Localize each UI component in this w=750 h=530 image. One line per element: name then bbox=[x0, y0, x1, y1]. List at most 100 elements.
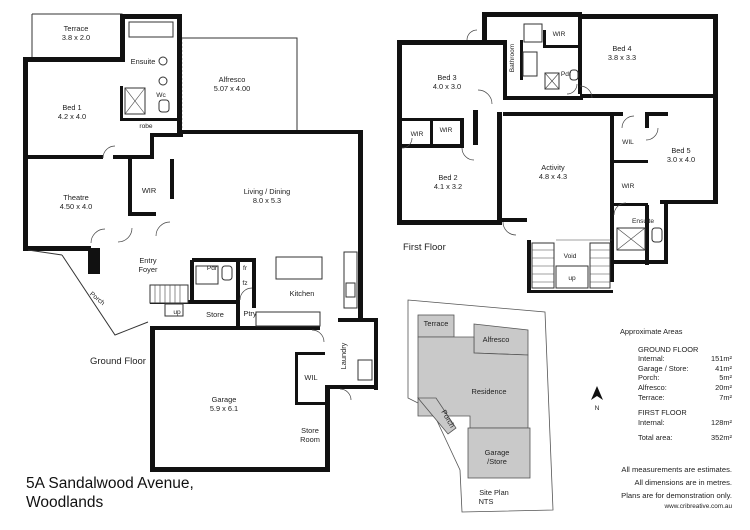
area-label: Porch: bbox=[638, 373, 660, 383]
freezer-label: fz bbox=[242, 280, 247, 287]
theatre-size: 4.50 x 4.0 bbox=[60, 202, 92, 211]
first-floor-stairs bbox=[531, 239, 612, 289]
bed1-size: 4.2 x 4.0 bbox=[58, 112, 86, 121]
first-floor-title: First Floor bbox=[403, 242, 446, 253]
ground-floor-heading: GROUND FLOOR bbox=[638, 344, 699, 354]
area-row: Terrace: 7m² bbox=[638, 393, 732, 403]
site-store-label: /Store bbox=[487, 457, 507, 466]
ground-floor-title: Ground Floor bbox=[90, 356, 146, 367]
store-room-label-2: Room bbox=[300, 435, 320, 444]
fridge-label: fr bbox=[243, 265, 248, 272]
void-label: Void bbox=[564, 253, 577, 260]
ground-walls bbox=[23, 14, 378, 472]
pdr-toilet-upstairs bbox=[569, 69, 579, 81]
laundry-tub bbox=[357, 359, 373, 381]
area-label: Terrace: bbox=[638, 392, 665, 402]
site-terrace-label: Terrace bbox=[424, 319, 449, 328]
area-label: Internal: bbox=[638, 417, 665, 427]
area-label: Garage / Store: bbox=[638, 363, 689, 373]
living-size: 8.0 x 5.3 bbox=[253, 196, 281, 205]
kitchen-label: Kitchen bbox=[290, 289, 315, 298]
total-area-value: 352m² bbox=[711, 433, 732, 443]
ensuite-label: Ensuite bbox=[131, 57, 156, 66]
ground-floor-plan: Terrace 3.8 x 2.0 Ensuite Wc robe Bed 1 … bbox=[23, 13, 378, 472]
area-label: Internal: bbox=[638, 354, 665, 364]
area-label: Alfresco: bbox=[638, 382, 667, 392]
site-porch bbox=[417, 397, 457, 435]
porch-outline bbox=[61, 254, 149, 336]
store-label: Store bbox=[206, 310, 224, 319]
wir-c-label: WIR bbox=[622, 183, 635, 190]
area-value: 7m² bbox=[719, 392, 732, 402]
activity-label: Activity bbox=[541, 163, 565, 172]
wil-label: WIL bbox=[304, 373, 317, 382]
terrace-size: 3.8 x 2.0 bbox=[62, 33, 90, 42]
site-boundary bbox=[407, 299, 554, 513]
theatre-label: Theatre bbox=[63, 193, 88, 202]
bed2-label: Bed 2 bbox=[438, 173, 457, 182]
up-label: up bbox=[173, 309, 181, 316]
garage-label: Garage bbox=[212, 395, 237, 404]
bathroom-label: Bathroom bbox=[509, 43, 516, 72]
area-row: Garage / Store: 41m² bbox=[638, 364, 732, 374]
note-line-3: Plans are for demonstration only. bbox=[621, 491, 732, 500]
garage-size: 5.9 x 6.1 bbox=[210, 404, 238, 413]
north-label: N bbox=[595, 405, 600, 412]
robe-label: robe bbox=[139, 123, 153, 130]
activity-size: 4.8 x 4.3 bbox=[539, 172, 567, 181]
total-area-row: Total area: 352m² bbox=[638, 433, 732, 443]
wir-label: WIR bbox=[142, 186, 156, 195]
property-address: 5A Sandalwood Avenue, Woodlands bbox=[26, 474, 194, 512]
site-residence-label: Residence bbox=[472, 387, 507, 396]
up-first-label: up bbox=[568, 275, 576, 282]
note-line-2: All dimensions are in metres. bbox=[634, 478, 733, 487]
bed3-size: 4.0 x 3.0 bbox=[433, 82, 461, 91]
website-url: www.cribreative.com.au bbox=[664, 503, 732, 510]
area-row: Internal:128m² bbox=[638, 418, 732, 428]
sink bbox=[345, 282, 356, 298]
approximate-areas: Approximate Areas GROUND FLOOR Internal:… bbox=[620, 327, 732, 443]
terrace-label: Terrace bbox=[64, 24, 89, 33]
living-label: Living / Dining bbox=[244, 187, 290, 196]
wir-a-label: WIR bbox=[411, 131, 424, 138]
pantry-label: Ptry bbox=[243, 309, 256, 318]
bath-vanity bbox=[522, 51, 538, 77]
ground-stairs bbox=[149, 284, 189, 317]
address-line-1: 5A Sandalwood Avenue, bbox=[26, 475, 194, 492]
bed5-size: 3.0 x 4.0 bbox=[667, 155, 695, 164]
kitchen-bench bbox=[343, 251, 358, 309]
area-value: 41m² bbox=[715, 363, 732, 373]
area-row: Internal:151m² bbox=[638, 354, 732, 364]
kitchen-island bbox=[275, 256, 323, 280]
site-alfresco-label: Alfresco bbox=[483, 335, 510, 344]
bed3-label: Bed 3 bbox=[437, 73, 456, 82]
site-garage bbox=[467, 427, 531, 479]
laundry-label: Laundry bbox=[339, 342, 348, 369]
pdr-label: Pdr bbox=[207, 265, 218, 272]
ensuite-first-label: Ensuite bbox=[632, 218, 654, 225]
bed2-size: 4.1 x 3.2 bbox=[434, 182, 462, 191]
alfresco-outline bbox=[182, 37, 298, 130]
total-area-label: Total area: bbox=[638, 433, 673, 443]
disclaimer-notes: All measurements are estimates. All dime… bbox=[580, 463, 732, 512]
wir-top-label: WIR bbox=[553, 31, 566, 38]
ensuite-toilet bbox=[651, 227, 663, 243]
toilet bbox=[158, 99, 170, 113]
entry-label: Entry bbox=[139, 256, 157, 265]
basin bbox=[158, 56, 168, 66]
alfresco-label: Alfresco bbox=[219, 75, 246, 84]
bed4-size: 3.8 x 3.3 bbox=[608, 53, 636, 62]
note-line-1: All measurements are estimates. bbox=[621, 465, 732, 474]
wc-label: Wc bbox=[156, 92, 166, 99]
pdr-toilet bbox=[221, 265, 233, 281]
pdr-first-label: Pdr bbox=[561, 71, 572, 78]
bed1-label: Bed 1 bbox=[62, 103, 81, 112]
site-plan-nts: NTS bbox=[479, 497, 494, 506]
first-floor-plan: WIR Bathroom Bed 4 3.8 x 3.3 Pdr Bed 3 4… bbox=[397, 12, 718, 293]
area-value: 20m² bbox=[715, 382, 732, 392]
bathtub bbox=[128, 21, 174, 38]
areas-heading: Approximate Areas bbox=[620, 327, 683, 336]
store-room-label: Store bbox=[301, 426, 319, 435]
site-plan: Terrace Alfresco Residence Porch Garage … bbox=[407, 299, 603, 513]
